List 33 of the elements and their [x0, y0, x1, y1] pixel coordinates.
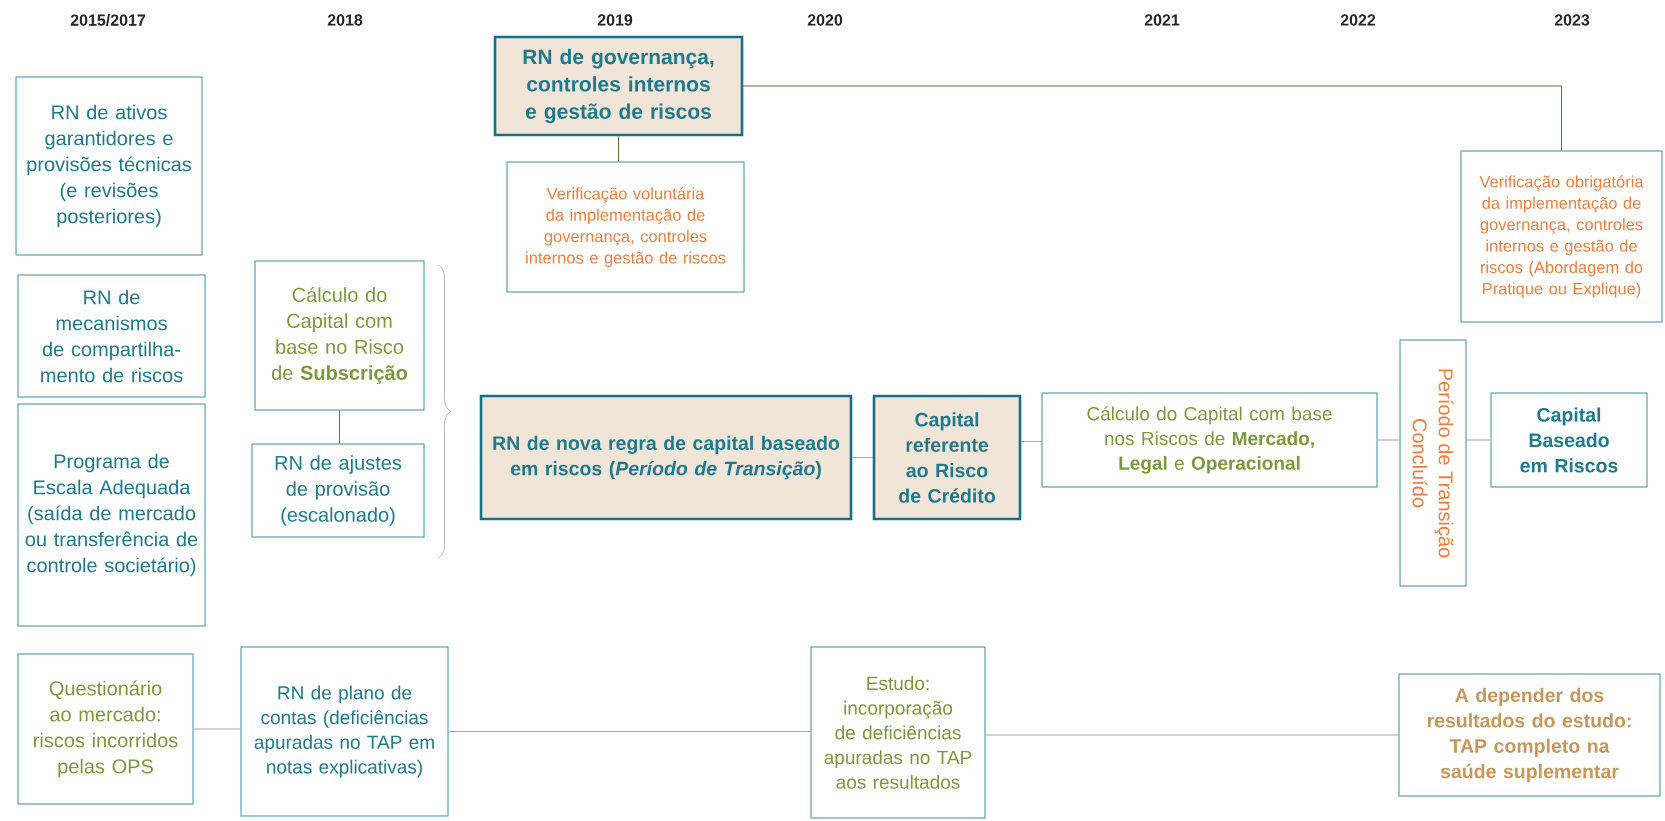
connector-line — [742, 85, 1562, 151]
connector-line — [193, 728, 241, 730]
text-box: Capital Baseado em Riscos — [1490, 392, 1648, 488]
text-box: RN de mecanismos de compartilha-mento de riscos — [17, 274, 206, 398]
text-box: Estudo: incorporação de deficiências apuradas no TAP aos resultados — [810, 646, 986, 819]
year-label: 2022 — [1340, 14, 1376, 26]
connector-line — [448, 731, 811, 732]
year-label: 2018 — [327, 14, 363, 26]
text-box: Cálculo do Capital com base nos Riscos de Mercado, Legal e Operacional — [1041, 392, 1378, 488]
highlighted-box: RN de governança, controles internos e gestão de riscos — [493, 35, 744, 137]
year-label: 2023 — [1554, 14, 1590, 26]
text-box: RN de ativos garantidores e provisões técnicas (e revisões posteriores) — [15, 76, 203, 256]
connector-line — [618, 135, 619, 162]
highlighted-box: Capital referente ao Risco de Crédito — [872, 394, 1022, 521]
connector-line — [985, 734, 1399, 736]
year-label: 2021 — [1144, 14, 1180, 26]
text-box: Cálculo do Capital com base no Risco de Subscrição — [254, 260, 425, 411]
text-box: Verificação obrigatória da implementação de governança, controles internos e gestão de riscos (Abordagem do Pratique ou Explique) — [1460, 150, 1663, 323]
text-box: RN de ajustes de provisão (escalonado) — [251, 443, 425, 538]
year-label: 2015/2017 — [70, 14, 146, 26]
text-box: Questionário ao mercado: riscos incorridos pelas OPS — [17, 653, 194, 805]
year-label: 2020 — [807, 14, 843, 26]
text-box: A depender dos resultados do estudo: TAP completo na saúde suplementar — [1398, 673, 1661, 797]
text-box: Programa de Escala Adequada (saída de mercado ou transferência de controle societário) — [17, 403, 206, 627]
connector-line — [851, 457, 874, 458]
connector-line — [1466, 439, 1491, 441]
connector-line — [339, 410, 340, 444]
highlighted-box: RN de nova regra de capital baseado em riscos (Período de Transição) — [479, 394, 853, 521]
connector-line — [1020, 441, 1042, 442]
vertical-box: Período de Transição Concluído — [1399, 339, 1467, 587]
connector-line — [1377, 439, 1400, 441]
text-box: Verificação voluntária da implementação de governança, controles internos e gestão de riscos — [506, 161, 745, 293]
text-box: RN de plano de contas (deficiências apuradas no TAP em notas explicativas) — [240, 646, 449, 817]
